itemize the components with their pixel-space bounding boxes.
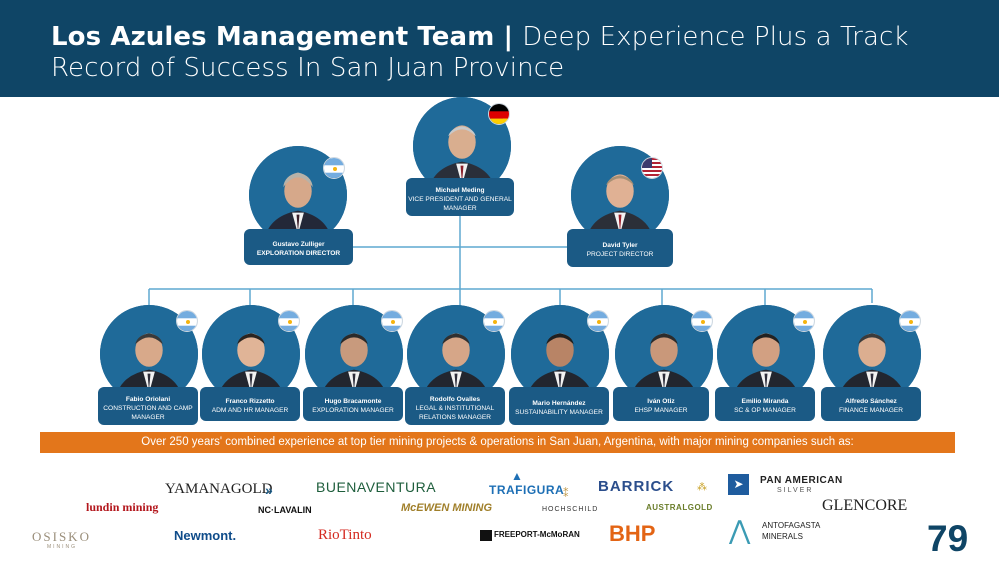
member-name: Mario Hernández — [532, 400, 586, 407]
pan-american-logo: PAN AMERICAN — [760, 475, 843, 486]
member-name: Emilio Miranda — [741, 398, 789, 405]
freeport-mcmoran-logo: FREEPORT-McMoRAN — [494, 530, 580, 539]
yamana-gold-logo: YAMANAGOLD — [165, 481, 273, 497]
title-bold: Los Azules Management Team — [51, 22, 495, 52]
title-separator: | — [494, 22, 523, 52]
austral-gold-icon: ⁂ — [697, 482, 707, 493]
antofagasta-icon: ⋀ — [729, 515, 751, 545]
argentina-flag-icon — [691, 310, 713, 332]
austral-gold-logo: AUSTRALGOLD — [646, 503, 713, 512]
hochschild-logo: HOCHSCHILD — [542, 506, 599, 513]
mcewen-mining-logo: McEWEN MINING — [401, 502, 493, 514]
member-role: ADM AND HR MANAGER — [211, 407, 289, 414]
member-role: EXPLORATION DIRECTOR — [256, 250, 341, 257]
usa-flag-icon — [641, 157, 663, 179]
member-name: Gustavo Zulliger — [272, 241, 325, 248]
rio-tinto-logo: RioTinto — [318, 527, 372, 543]
member-role: SC & OP MANAGER — [734, 407, 796, 414]
pan-american-sub-logo: SILVER — [777, 487, 814, 494]
argentina-flag-icon — [381, 310, 403, 332]
osisko-sub-logo: MINING — [47, 544, 78, 550]
argentina-flag-icon — [793, 310, 815, 332]
member-role: EHSP MANAGER — [634, 407, 688, 414]
member-name: Franco Rizzetto — [225, 398, 275, 405]
project-director-photo — [571, 146, 669, 244]
germany-flag-icon — [488, 103, 510, 125]
member-role: LEGAL & INSTITUTIONAL RELATIONS MANAGER — [415, 404, 495, 421]
argentina-flag-icon — [483, 310, 505, 332]
hochschild-icon: ⁑ — [563, 488, 569, 500]
member-name: Alfredo Sánchez — [845, 398, 897, 405]
buenaventura-logo: BUENAVENTURA — [316, 479, 437, 495]
page-title: Los Azules Management Team | Deep Experi… — [51, 22, 971, 84]
member-role: FINANCE MANAGER — [838, 407, 904, 414]
title-bar: Los Azules Management Team | Deep Experi… — [0, 0, 999, 97]
trafigura-logo: TRAFIGURA — [489, 483, 565, 497]
manager-label: Emilio Miranda SC & OP MANAGER — [715, 387, 815, 421]
member-name: Iván Otiz — [647, 398, 675, 405]
glencore-logo: GLENCORE — [822, 497, 908, 514]
member-role: CONSTRUCTION AND CAMP MANAGER — [103, 404, 193, 421]
member-name: Fabio Oriolani — [125, 395, 171, 403]
snc-lavalin-logo: NC·LAVALIN — [258, 505, 312, 515]
lundin-mining-logo: lundin mining — [86, 500, 159, 514]
osisko-logo: OSISKO — [32, 529, 91, 544]
argentina-flag-icon — [323, 157, 345, 179]
exploration-director-label: Gustavo Zulliger EXPLORATION DIRECTOR — [244, 229, 353, 265]
manager-photo — [615, 305, 713, 403]
member-role: SUSTAINABILITY MANAGER — [515, 409, 603, 416]
page-number: 79 — [927, 518, 969, 559]
title-rest: Deep Experience Plus a Track Record of S… — [51, 22, 909, 83]
argentina-flag-icon — [278, 310, 300, 332]
member-role: EXPLORATION MANAGER — [312, 407, 394, 414]
member-role: PROJECT DIRECTOR — [586, 251, 654, 258]
experience-banner: Over 250 years' combined experience at t… — [40, 432, 955, 453]
project-director-label: David Tyler PROJECT DIRECTOR — [567, 229, 673, 267]
freeport-icon — [480, 530, 492, 541]
pan-american-icon: ➤ — [728, 474, 749, 495]
newmont-logo: Newmont. — [174, 528, 237, 543]
bhp-logo: BHP — [609, 521, 656, 546]
member-role: VICE PRESIDENT AND GENERAL MANAGER — [408, 195, 512, 212]
barrick-logo: BARRICK — [598, 478, 675, 495]
trafigura-icon: ▲ — [511, 469, 523, 483]
snc-lavalin-chevron-icon: » — [265, 482, 273, 498]
vp-label: Michael Meding VICE PRESIDENT AND GENERA… — [406, 178, 514, 216]
member-name: Rodolfo Ovalles — [429, 395, 481, 403]
member-name: David Tyler — [602, 242, 638, 249]
member-name: Hugo Bracamonte — [324, 398, 382, 405]
antofagasta-logo-line2: MINERALS — [762, 532, 803, 541]
argentina-flag-icon — [176, 310, 198, 332]
argentina-flag-icon — [587, 310, 609, 332]
member-name: Michael Meding — [435, 186, 485, 194]
argentina-flag-icon — [899, 310, 921, 332]
antofagasta-logo-line1: ANTOFAGASTA — [762, 521, 821, 530]
